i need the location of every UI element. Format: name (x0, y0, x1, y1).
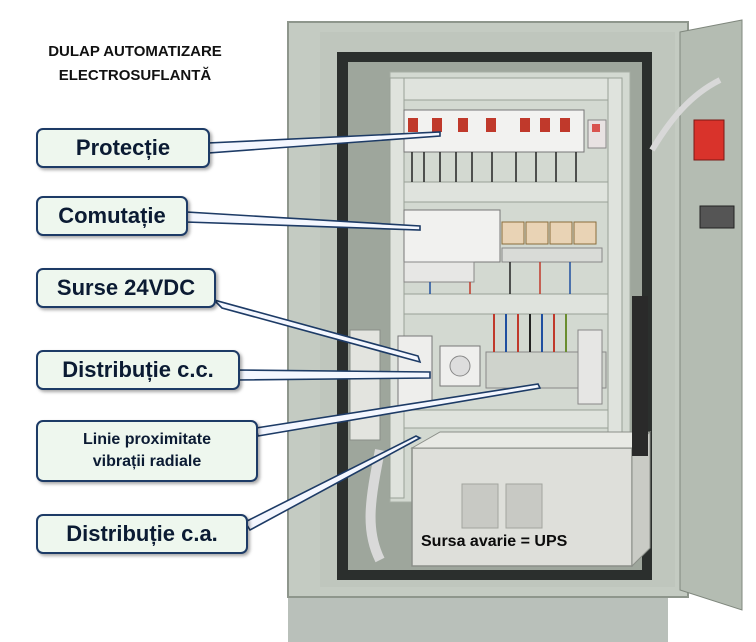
wires-row-2 (429, 262, 571, 294)
cabinet-base (288, 590, 668, 642)
leader-lines (185, 131, 542, 532)
wires-row-1 (411, 152, 577, 182)
leader-distributie-cc (237, 369, 431, 381)
wiring-duct-3 (401, 293, 613, 315)
wiring-duct-left (389, 77, 405, 499)
power-supply-row (397, 329, 607, 407)
callout-surse-text: Surse 24VDC (56, 275, 196, 300)
door-red-switch (693, 119, 725, 161)
wiring-duct-4 (401, 409, 613, 429)
door-connector (699, 205, 735, 229)
callout-comutatie: Comutație (36, 196, 188, 236)
wiring-duct-2 (401, 181, 613, 203)
callout-distributie-cc: Distribuție c.c. (36, 350, 240, 390)
ups-unit (410, 430, 652, 568)
cabinet-door (649, 19, 743, 611)
callout-comutatie-text: Comutație (58, 203, 166, 228)
callout-distributie-ca: Distribuție c.a. (36, 514, 248, 554)
callout-surse-24vdc: Surse 24VDC (36, 268, 216, 308)
title-line-2: ELECTROSUFLANTĂ (58, 67, 212, 84)
ups-label: Sursa avarie = UPS (421, 533, 568, 550)
callout-protectie-text: Protecție (75, 135, 171, 160)
wiring-duct-1 (401, 77, 613, 101)
callout-protectie: Protecție (36, 128, 210, 168)
leader-distributie-ca (243, 435, 422, 532)
callout-linie-proximitate: Linie proximitate vibrații radiale (36, 420, 258, 482)
callout-linie-line1: Linie proximitate (82, 431, 212, 448)
title-line-1: DULAP AUTOMATIZARE (48, 43, 222, 60)
wires-row-3 (493, 314, 567, 352)
callout-distributie-cc-text: Distribuție c.c. (62, 357, 214, 382)
callout-distributie-ca-text: Distribuție c.a. (66, 521, 218, 546)
cable-bundle (365, 449, 385, 563)
photo-title: DULAP AUTOMATIZARE ELECTROSUFLANTĂ (0, 40, 270, 88)
leader-surse (211, 298, 422, 364)
vertical-cable-duct (632, 296, 648, 456)
breaker-row (403, 109, 607, 153)
callout-linie-line2: vibrații radiale (92, 453, 202, 470)
relay-row (403, 209, 603, 283)
